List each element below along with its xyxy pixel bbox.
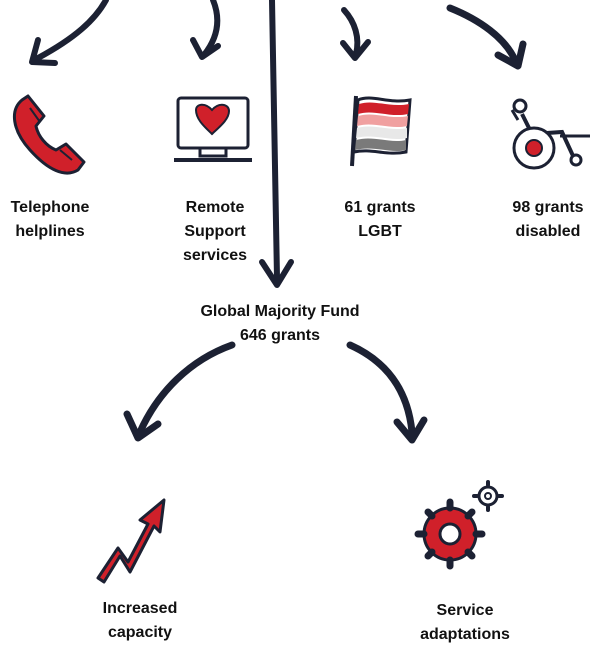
label-line: Telephone (10, 199, 90, 216)
label-line: Service (436, 602, 494, 619)
label-line: 98 grants (512, 199, 584, 216)
arrow-head-adaptations (393, 416, 428, 444)
telephone-icon (13, 94, 86, 175)
arrow-head-disabled (494, 40, 527, 70)
increased-capacity-label: Increased capacity (80, 597, 200, 645)
label-line: Support (184, 223, 246, 240)
gears-icon (414, 480, 504, 570)
lgbt-grants-label: 61 grants LGBT (330, 196, 430, 244)
remote-support-label: Remote Support services (165, 196, 265, 268)
center-count: 646 grants (239, 327, 321, 344)
arrow-to-disabled (446, 4, 519, 64)
center-title: Global Majority Fund (200, 303, 360, 320)
service-adaptations-label: Service adaptations (400, 599, 530, 647)
arrow-to-telephone (35, 0, 109, 61)
label-line: disabled (515, 223, 581, 240)
label-line: Increased (102, 600, 178, 617)
rainbow-flag-icon (350, 95, 412, 167)
label-line: LGBT (358, 223, 402, 240)
label-line: capacity (107, 624, 173, 641)
disabled-grants-label: 98 grants disabled (493, 196, 603, 244)
label-line: helplines (15, 223, 85, 240)
label-line: services (182, 247, 248, 264)
wheelchair-icon (510, 98, 590, 170)
rising-arrow-icon (96, 498, 166, 584)
arrow-to-capacity (136, 341, 236, 436)
arrow-main (269, 0, 280, 281)
arrow-head-capacity (123, 410, 162, 442)
arrow-to-lgbt (341, 7, 361, 57)
telephone-helplines-label: Telephone helplines (0, 196, 100, 244)
arrow-head-telephone (29, 37, 58, 66)
global-majority-fund-label: Global Majority Fund 646 grants (160, 300, 400, 348)
arrow-head-main (259, 259, 294, 288)
arrow-head-lgbt (340, 39, 371, 61)
label-line: adaptations (420, 626, 510, 643)
arrow-to-adaptations (346, 341, 416, 436)
monitor-heart-icon (174, 96, 252, 162)
label-line: 61 grants (344, 199, 416, 216)
arrow-head-remote (190, 37, 221, 60)
label-line: Remote (185, 199, 245, 216)
